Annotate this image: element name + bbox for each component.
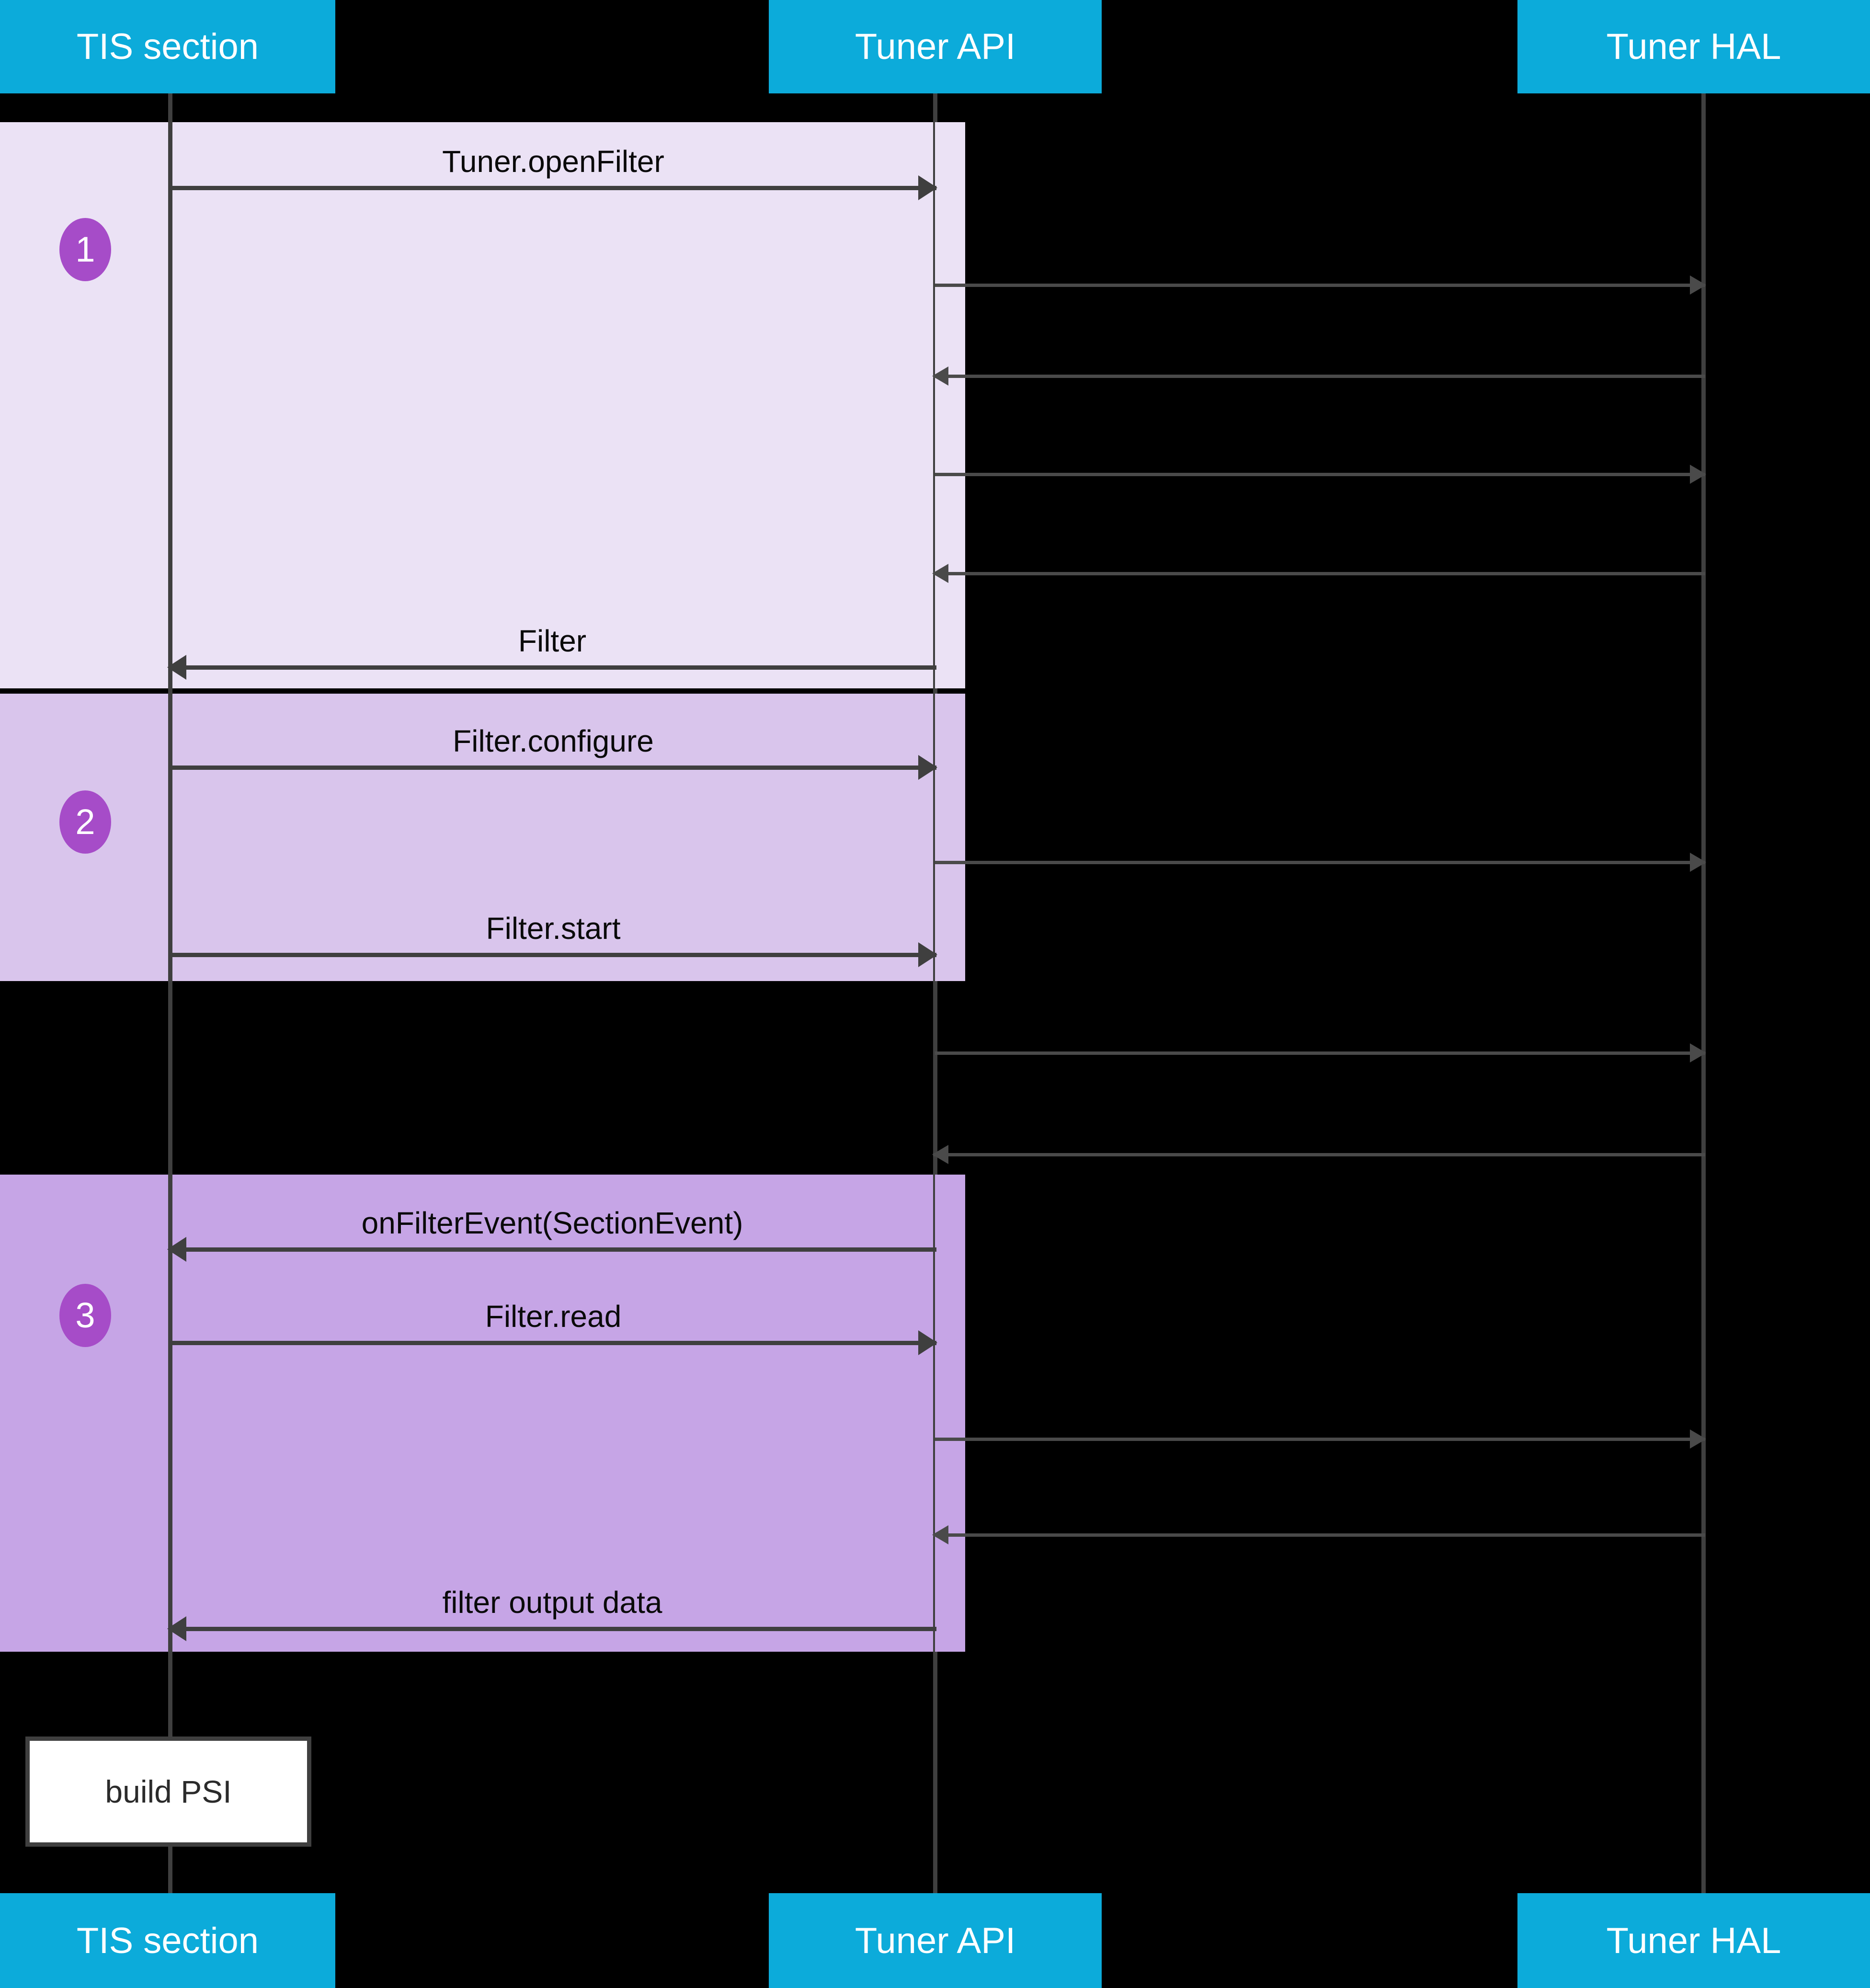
arrowhead-right-icon [918,175,937,200]
message-filter-output-data-shaft [168,1627,936,1631]
arrowhead-left-icon [932,366,948,386]
participant-header-tuner-api[interactable]: Tuner API [769,0,1102,93]
arrowhead-right-icon [1690,1429,1706,1449]
arrowhead-left-icon [932,1145,948,1164]
arrowhead-right-icon [1690,853,1706,872]
participant-footer-tuner-api[interactable]: Tuner API [769,1893,1102,1988]
message-filter-return-label: Filter [518,624,587,658]
arrowhead-right-icon [918,1330,937,1355]
arrowhead-left-icon [167,1237,186,1262]
participant-header-tuner-api-label: Tuner API [855,26,1016,67]
message-filter-output-data-label: filter output data [442,1585,662,1620]
message-hal-read-shaft [935,1438,1705,1441]
arrowhead-left-icon [932,1525,948,1544]
arrowhead-right-icon [1690,275,1706,295]
message-on-filter-event-label: onFilterEvent(SectionEvent) [361,1206,743,1240]
step-band-1 [0,122,965,688]
step-band-3 [0,1175,965,1652]
message-filter-return-shaft [168,665,936,670]
note-build-psi[interactable]: build PSI [25,1737,311,1847]
participant-header-tis-section-label: TIS section [76,26,259,67]
participant-footer-tuner-hal-label: Tuner HAL [1606,1920,1781,1961]
arrowhead-left-icon [167,655,186,680]
step-badge-3-number: 3 [75,1295,95,1335]
lifeline-tis-section [168,93,172,1893]
message-hal-read-return-shaft [933,1533,1705,1537]
arrowhead-left-icon [932,564,948,583]
message-hal-event-shaft [933,1153,1705,1156]
message-filter-start-shaft [170,953,936,957]
step-badge-2-number: 2 [75,802,95,842]
message-filter-read-label: Filter.read [485,1299,622,1334]
message-hal-configure-shaft [935,861,1705,864]
participant-footer-tuner-api-label: Tuner API [855,1920,1016,1961]
message-hal-return-1-shaft [933,375,1705,378]
lifeline-tuner-hal [1701,93,1706,1893]
step-badge-3: 3 [59,1284,111,1347]
message-hal-open-2-shaft [935,473,1705,476]
participant-header-tis-section[interactable]: TIS section [0,0,335,93]
arrowhead-right-icon [1690,1043,1706,1063]
step-badge-1: 1 [59,218,111,281]
lifeline-tuner-api [933,93,937,1893]
participant-footer-tis-section-label: TIS section [76,1920,259,1961]
message-filter-start-label: Filter.start [486,911,621,946]
message-filter-configure-label: Filter.configure [453,724,654,758]
participant-header-tuner-hal[interactable]: Tuner HAL [1517,0,1870,93]
arrowhead-right-icon [918,942,937,967]
step-band-2 [0,694,965,981]
participant-footer-tis-section[interactable]: TIS section [0,1893,335,1988]
arrowhead-right-icon [1690,465,1706,484]
message-open-filter-shaft [170,186,936,190]
message-filter-read-shaft [170,1341,936,1345]
message-hal-start-shaft [935,1051,1705,1055]
activation-bar-api-step3 [935,1175,965,1652]
arrowhead-right-icon [918,755,937,780]
message-hal-open-1-shaft [935,284,1705,287]
message-on-filter-event-shaft [168,1247,936,1252]
step-badge-1-number: 1 [75,229,95,269]
activation-bar-api-step2 [935,694,965,981]
arrowhead-left-icon [167,1616,186,1641]
participant-header-tuner-hal-label: Tuner HAL [1606,26,1781,67]
activation-bar-api-step1 [935,122,965,688]
note-build-psi-label: build PSI [105,1774,232,1809]
message-filter-configure-shaft [170,765,936,770]
message-open-filter-label: Tuner.openFilter [442,144,664,179]
participant-footer-tuner-hal[interactable]: Tuner HAL [1517,1893,1870,1988]
message-hal-return-2-shaft [933,572,1705,575]
step-badge-2: 2 [59,790,111,854]
